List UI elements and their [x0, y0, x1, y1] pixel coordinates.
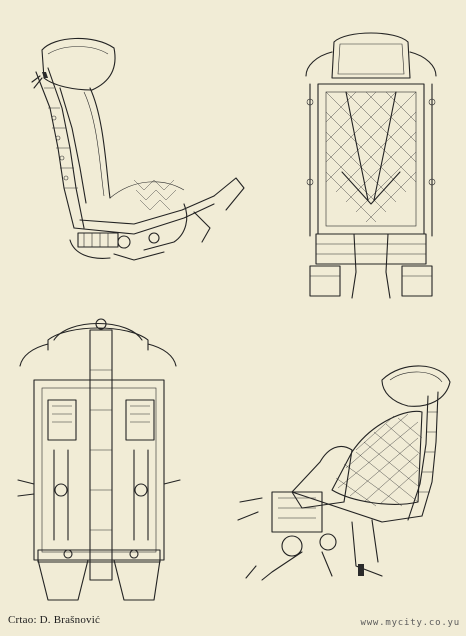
author-credit: Crtao: D. Brašnović [8, 614, 101, 626]
seat-rear-view [8, 310, 190, 610]
seat-front-view [296, 22, 446, 302]
watermark: www.mycity.co.yu [360, 618, 460, 628]
seat-side-view-left [14, 28, 254, 268]
seat-three-quarter-view [232, 352, 462, 584]
